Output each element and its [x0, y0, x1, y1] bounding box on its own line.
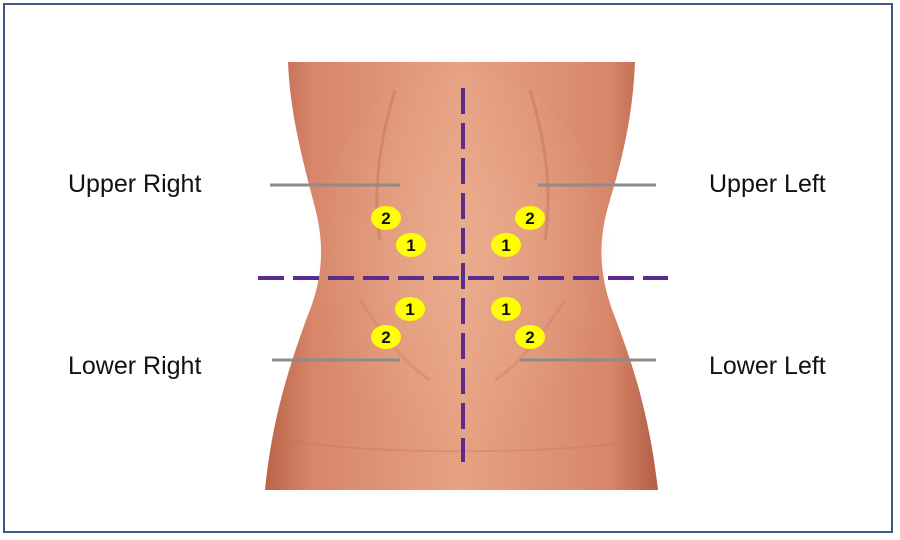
label-lower-left: Lower Left [709, 354, 826, 379]
marker-label: 1 [406, 236, 415, 255]
marker-label: 1 [501, 236, 510, 255]
marker-upper-right-2: 2 [371, 206, 401, 230]
marker-upper-left-2: 2 [515, 206, 545, 230]
label-upper-right: Upper Right [68, 172, 201, 197]
marker-label: 2 [525, 209, 534, 228]
marker-lower-left-1: 1 [491, 297, 521, 321]
marker-lower-left-2: 2 [515, 325, 545, 349]
marker-lower-right-2: 2 [371, 325, 401, 349]
marker-label: 2 [525, 328, 534, 347]
marker-label: 1 [405, 300, 414, 319]
label-lower-right: Lower Right [68, 354, 201, 379]
marker-upper-left-1: 1 [491, 233, 521, 257]
marker-label: 1 [501, 300, 510, 319]
label-upper-left: Upper Left [709, 172, 826, 197]
marker-lower-right-1: 1 [395, 297, 425, 321]
marker-upper-right-1: 1 [396, 233, 426, 257]
marker-label: 2 [381, 328, 390, 347]
marker-label: 2 [381, 209, 390, 228]
